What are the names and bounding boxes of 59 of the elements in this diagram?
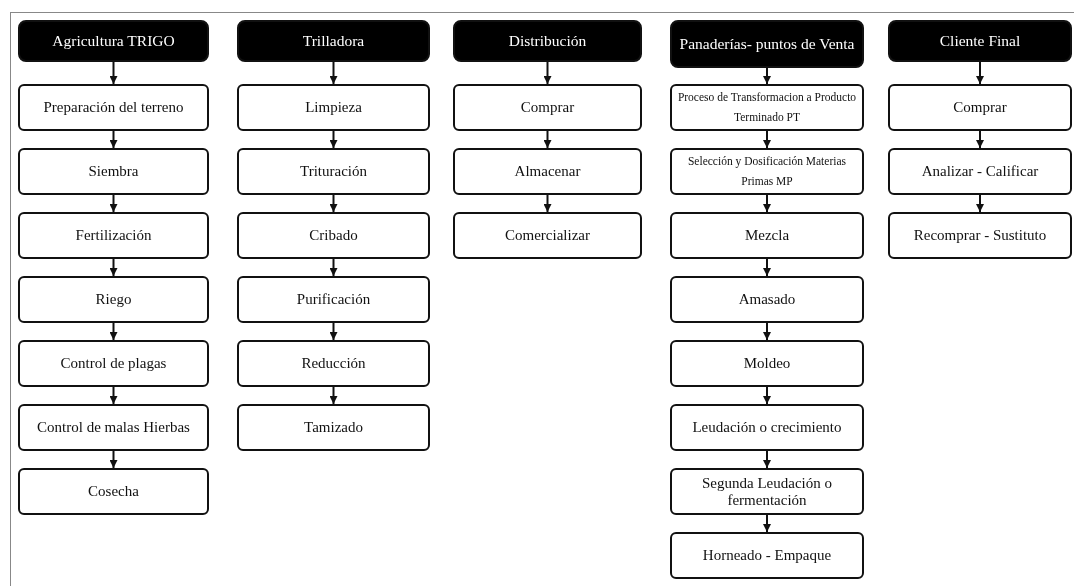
arrow bbox=[763, 322, 771, 341]
process-box: Proceso de Transformacion a Producto Terminado PT bbox=[670, 84, 864, 131]
arrow bbox=[763, 67, 771, 85]
process-box: Purificación bbox=[237, 276, 430, 323]
process-box: Siembra bbox=[18, 148, 209, 195]
stage-header: Cliente Final bbox=[888, 20, 1072, 62]
process-box: Almacenar bbox=[453, 148, 642, 195]
arrow bbox=[976, 194, 984, 213]
arrow bbox=[109, 322, 118, 341]
arrow bbox=[329, 61, 338, 85]
process-box: Cosecha bbox=[18, 468, 209, 515]
arrow bbox=[543, 194, 552, 213]
arrow bbox=[109, 130, 118, 149]
process-box: Preparación del terreno bbox=[18, 84, 209, 131]
process-box: Comprar bbox=[453, 84, 642, 131]
arrow bbox=[763, 130, 771, 149]
arrow bbox=[329, 130, 338, 149]
process-box: Segunda Leudación o fermentación bbox=[670, 468, 864, 515]
process-box: Cribado bbox=[237, 212, 430, 259]
process-box: Moldeo bbox=[670, 340, 864, 387]
process-box: Comprar bbox=[888, 84, 1072, 131]
arrow bbox=[109, 194, 118, 213]
arrow bbox=[329, 258, 338, 277]
stage-header: Distribución bbox=[453, 20, 642, 62]
arrow bbox=[976, 61, 984, 85]
process-box: Control de plagas bbox=[18, 340, 209, 387]
arrow bbox=[543, 61, 552, 85]
process-box: Fertilización bbox=[18, 212, 209, 259]
process-box: Analizar - Calificar bbox=[888, 148, 1072, 195]
process-box: Reducción bbox=[237, 340, 430, 387]
process-box: Limpieza bbox=[237, 84, 430, 131]
arrow bbox=[329, 322, 338, 341]
arrow bbox=[543, 130, 552, 149]
process-box: Mezcla bbox=[670, 212, 864, 259]
process-box: Horneado - Empaque bbox=[670, 532, 864, 579]
arrow bbox=[763, 514, 771, 533]
process-box: Control de malas Hierbas bbox=[18, 404, 209, 451]
process-box: Trituración bbox=[237, 148, 430, 195]
arrow bbox=[329, 194, 338, 213]
arrow bbox=[763, 386, 771, 405]
stage-header: Agricultura TRIGO bbox=[18, 20, 209, 62]
arrow bbox=[109, 386, 118, 405]
arrow bbox=[763, 258, 771, 277]
arrow bbox=[976, 130, 984, 149]
process-box: Riego bbox=[18, 276, 209, 323]
process-box: Amasado bbox=[670, 276, 864, 323]
stage-header: Panaderías- puntos de Venta bbox=[670, 20, 864, 68]
process-box: Comercializar bbox=[453, 212, 642, 259]
arrow bbox=[763, 194, 771, 213]
arrow bbox=[109, 450, 118, 469]
arrow bbox=[109, 61, 118, 85]
arrow bbox=[109, 258, 118, 277]
process-box: Selección y Dosificación Materias Primas MP bbox=[670, 148, 864, 195]
arrow bbox=[329, 386, 338, 405]
stage-header: Trilladora bbox=[237, 20, 430, 62]
process-box: Tamizado bbox=[237, 404, 430, 451]
process-box: Recomprar - Sustituto bbox=[888, 212, 1072, 259]
process-box: Leudación o crecimiento bbox=[670, 404, 864, 451]
arrow bbox=[763, 450, 771, 469]
